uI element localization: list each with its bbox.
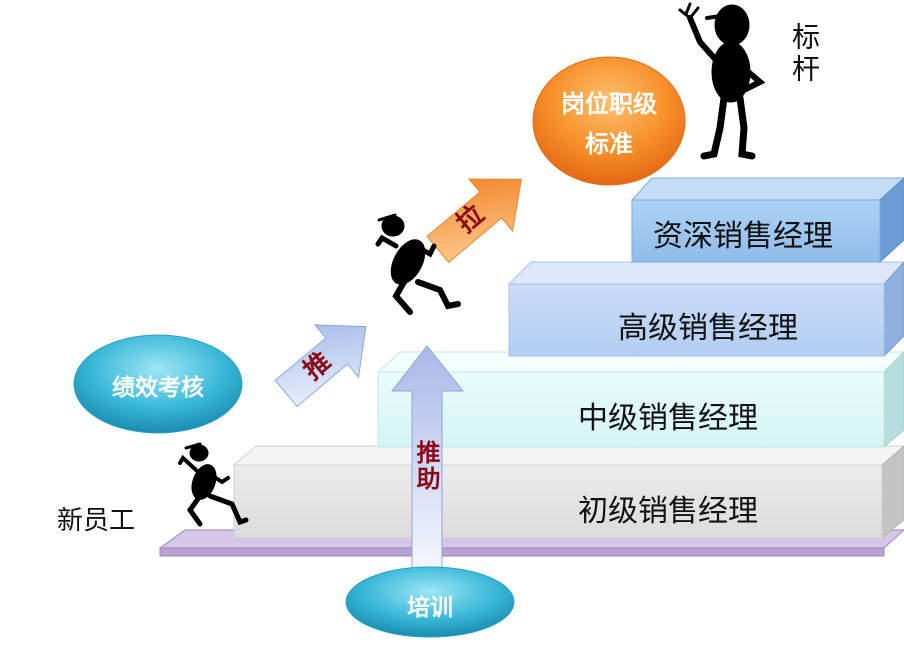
pull-arrow [426, 178, 522, 264]
runner-figure [375, 213, 461, 315]
new-employee-figure [178, 442, 249, 527]
benchmark-figure [678, 2, 766, 160]
job-level-standard-label-line2: 标准 [585, 130, 633, 158]
performance-ellipse [73, 334, 243, 434]
benchmark-label: 标杆 [788, 22, 821, 86]
new-employee-label: 新员工 [57, 506, 136, 536]
step-1-block [232, 445, 904, 540]
training-ellipse [345, 566, 515, 638]
training-label: 培训 [407, 595, 453, 621]
step-4-block [630, 177, 904, 264]
push-arrow [274, 324, 367, 408]
step-3-label: 高级销售经理 [618, 311, 798, 346]
step-4-label: 资深销售经理 [653, 219, 833, 254]
performance-label: 绩效考核 [112, 375, 204, 401]
step-1-label: 初级销售经理 [578, 494, 758, 529]
step-3-block [507, 261, 904, 358]
assist-arrow-label: 推助 [412, 440, 440, 492]
job-level-standard-label-line1: 岗位职级 [561, 90, 657, 118]
step-2-label: 中级销售经理 [578, 401, 758, 436]
job-level-standard-ellipse [532, 56, 686, 186]
step-2-block [376, 351, 904, 449]
